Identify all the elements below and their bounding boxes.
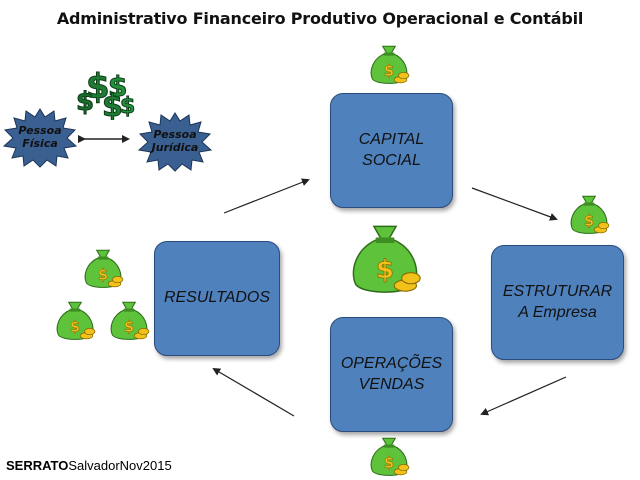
svg-text:$: $: [120, 94, 135, 119]
pessoa-juridica-line2: Jurídica: [151, 141, 199, 154]
svg-text:$: $: [102, 89, 123, 120]
svg-text:$: $: [384, 63, 394, 80]
pessoa-juridica-badge: Pessoa Jurídica: [136, 112, 214, 172]
svg-text:$: $: [76, 87, 94, 117]
svg-text:$: $: [384, 455, 394, 472]
estruturar-line2: A Empresa: [518, 303, 597, 321]
money-bag-icon: $: [54, 296, 96, 342]
estruturar-box: ESTRUTURAR A Empresa: [491, 245, 624, 360]
money-bag-icon: $: [368, 40, 410, 86]
pessoa-fisica-badge: Pessoa Física: [2, 108, 78, 168]
resultados-box: RESULTADOS: [154, 241, 280, 356]
svg-text:$: $: [108, 70, 127, 103]
money-bag-large-icon: $: [348, 214, 422, 298]
author-credit: SERRATOSalvadorNov2015: [6, 458, 172, 473]
svg-text:$: $: [584, 213, 594, 230]
svg-text:$: $: [86, 67, 110, 107]
operacoes-line2: VENDAS: [358, 375, 425, 393]
arrow-capital-to-estruturar: [471, 187, 558, 221]
money-bag-icon: $: [568, 190, 610, 236]
arrow-estruturar-to-operacoes: [480, 376, 567, 416]
author-location-date: SalvadorNov2015: [68, 458, 172, 473]
diagram-title: Administrativo Financeiro Produtivo Oper…: [56, 9, 584, 28]
operacoes-line1: OPERAÇÕES: [340, 354, 443, 372]
capital-social-box: CAPITAL SOCIAL: [330, 93, 453, 208]
pessoa-juridica-line1: Pessoa: [153, 128, 197, 142]
capital-line2: SOCIAL: [362, 151, 421, 169]
svg-text:$: $: [376, 255, 394, 285]
svg-text:$: $: [124, 319, 134, 336]
svg-text:$: $: [98, 267, 108, 284]
resultados-line1: RESULTADOS: [163, 289, 271, 307]
money-bag-icon: $: [82, 244, 124, 290]
operacoes-vendas-box: OPERAÇÕES VENDAS: [330, 317, 453, 432]
svg-text:$: $: [70, 319, 80, 336]
capital-line1: CAPITAL: [358, 130, 425, 148]
pessoa-fisica-line2: Física: [22, 137, 58, 150]
arrow-resultados-to-capital: [223, 178, 310, 214]
arrow-operacoes-to-resultados: [212, 367, 295, 417]
money-bag-icon: $: [108, 296, 150, 342]
dollar-signs-icon: $ $ $ $ $: [72, 58, 142, 125]
estruturar-line1: ESTRUTURAR: [502, 282, 613, 300]
money-bag-icon: $: [368, 432, 410, 478]
author-name: SERRATO: [6, 458, 69, 473]
pessoa-fisica-line1: Pessoa: [18, 124, 62, 138]
